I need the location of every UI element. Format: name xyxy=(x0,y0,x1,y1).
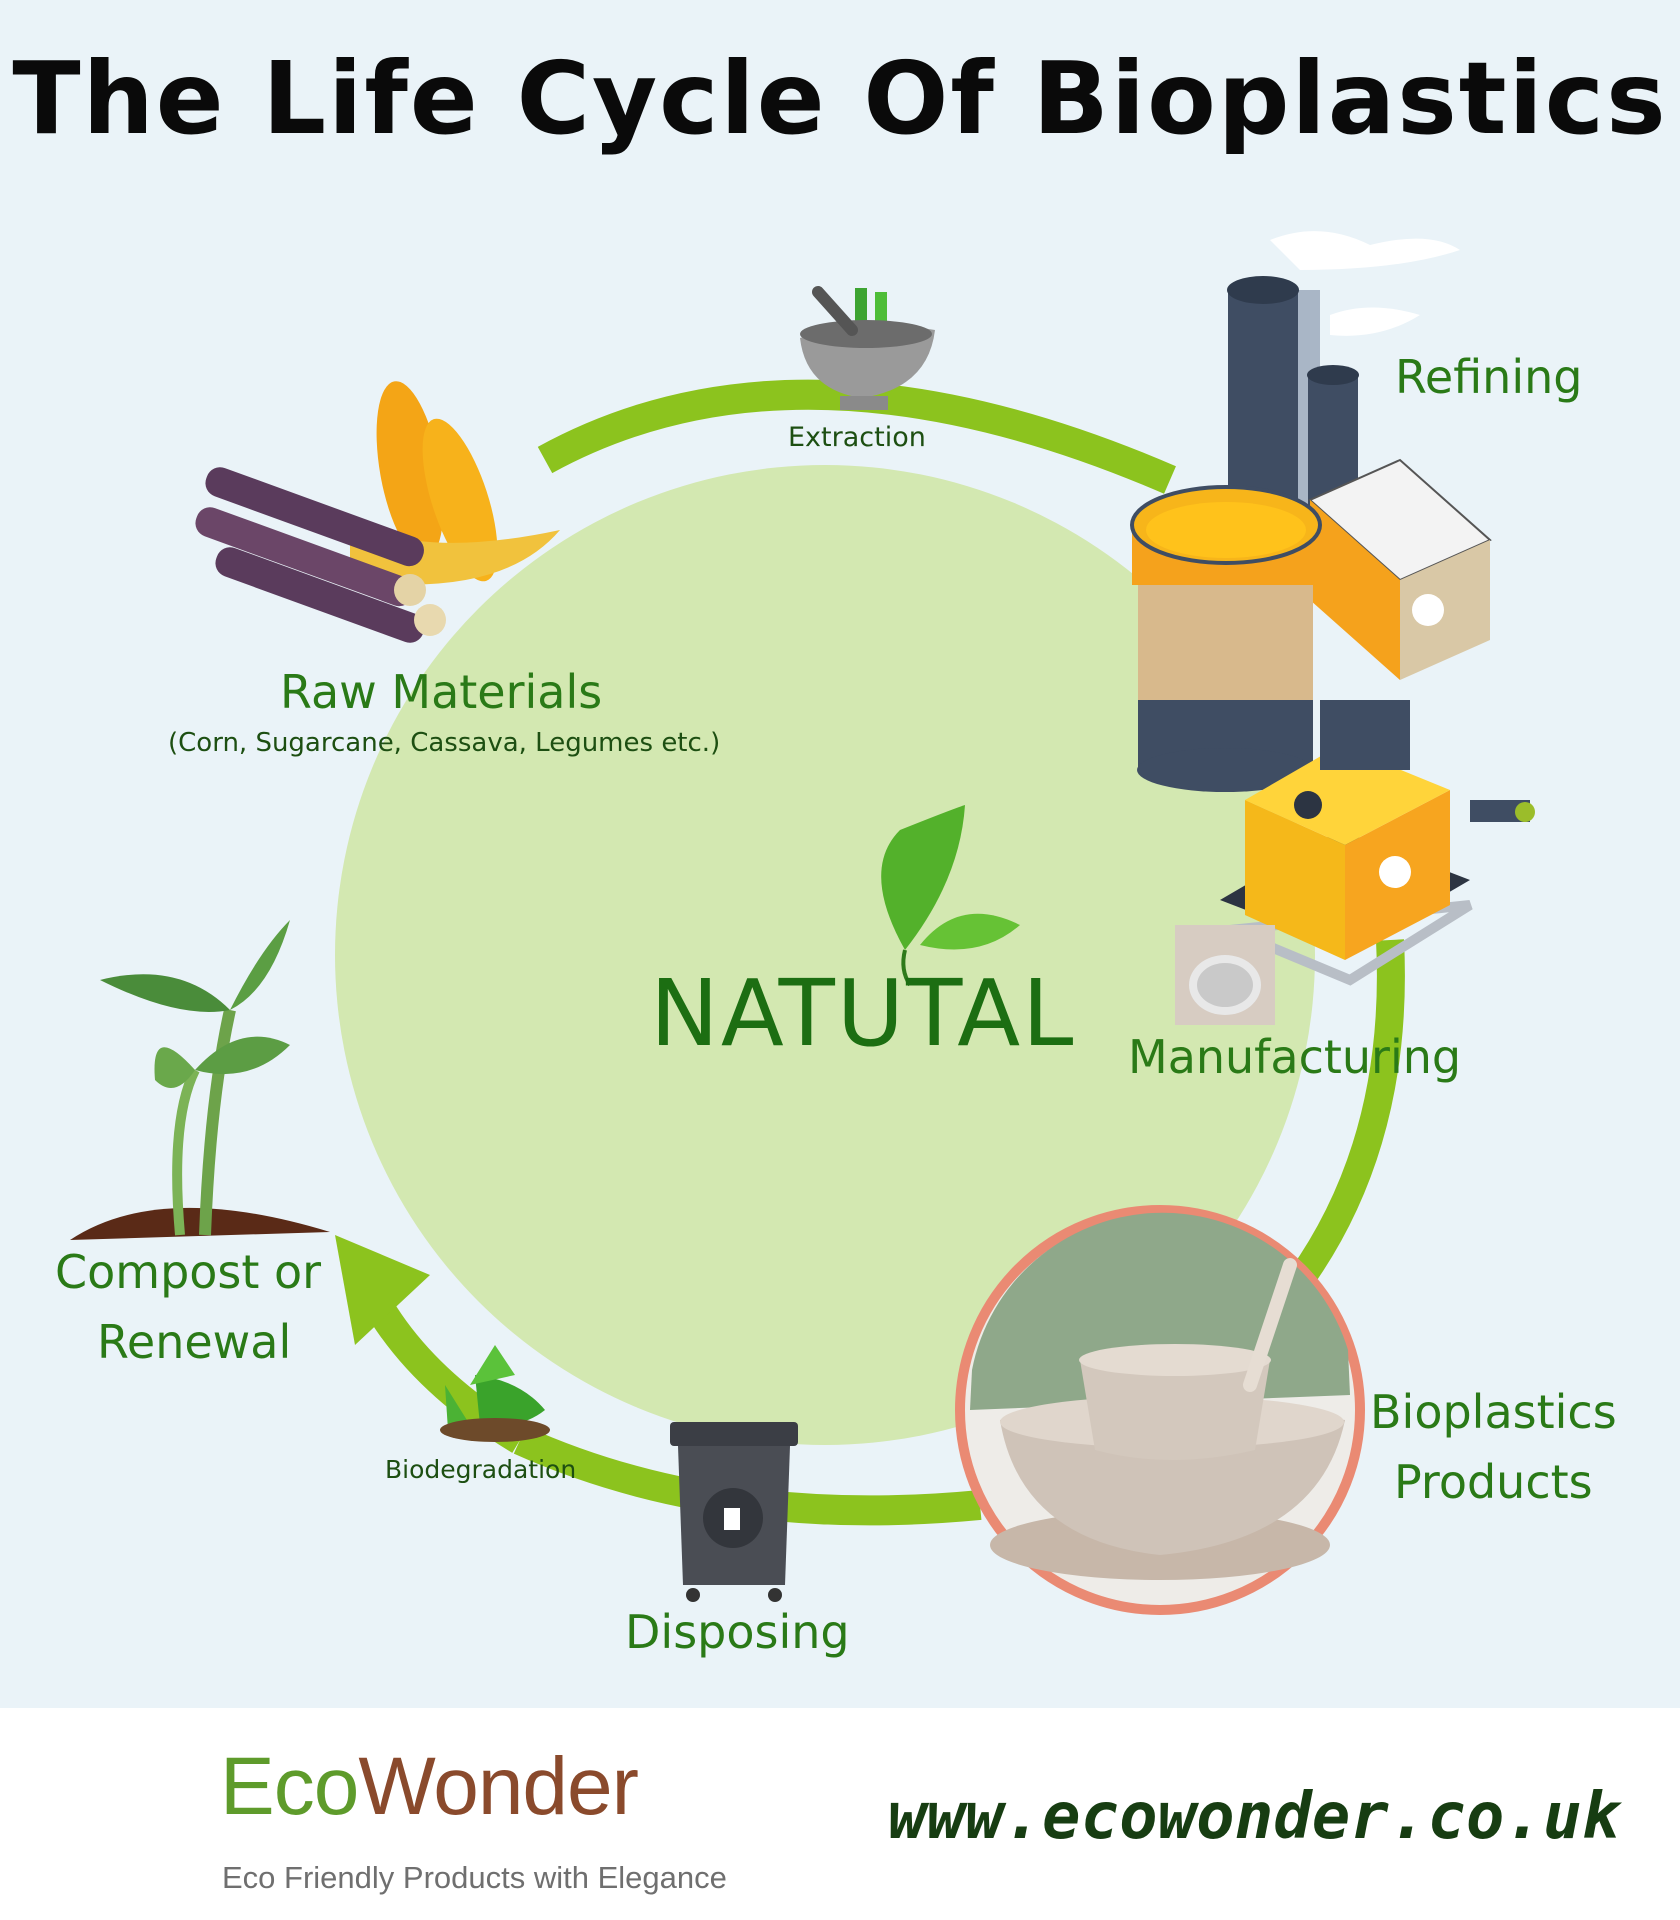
inner-circle xyxy=(335,465,1315,1445)
brand-wonder: Wonder xyxy=(358,1741,639,1832)
trash-bin-icon xyxy=(670,1422,798,1602)
sprout-icon xyxy=(70,920,330,1240)
page-title: The Life Cycle Of Bioplastics xyxy=(12,40,1668,157)
corn-sugarcane-icon xyxy=(195,381,560,643)
stage-label-manufacturing: Manufacturing xyxy=(1128,1030,1462,1084)
raw-materials-examples: (Corn, Sugarcane, Cassava, Legumes etc.) xyxy=(168,728,721,758)
stage-label-extraction: Extraction xyxy=(788,422,926,453)
cycle-arrowhead xyxy=(335,1235,430,1345)
brand-name: EcoWonder xyxy=(220,1740,639,1834)
leaf-icon xyxy=(881,805,1020,987)
stage-label-biodegradation: Biodegradation xyxy=(385,1455,577,1484)
recycle-icon xyxy=(440,1345,550,1442)
cycle-arc-right xyxy=(1288,939,1405,1289)
cycle-arc-top xyxy=(537,379,1176,494)
stage-label-products: Products xyxy=(1394,1455,1593,1509)
stage-label-renewal: Renewal xyxy=(97,1315,292,1369)
center-label: NATUTAL xyxy=(650,960,1076,1067)
website-url: www.ecowonder.co.uk xyxy=(887,1780,1620,1854)
bioplastic-tableware-icon xyxy=(955,1205,1365,1615)
stage-label-disposing: Disposing xyxy=(625,1605,850,1659)
brand-tagline: Eco Friendly Products with Elegance xyxy=(222,1860,727,1895)
bioplastic-pellets-icon xyxy=(1175,925,1275,1025)
brand-eco: Eco xyxy=(220,1741,359,1832)
stage-label-refining: Refining xyxy=(1395,350,1583,404)
factory-icon xyxy=(1130,231,1492,792)
manufacturing-machine-icon xyxy=(1220,700,1535,986)
mortar-pestle-icon xyxy=(800,286,935,410)
stage-label-raw-materials: Raw Materials xyxy=(280,665,603,719)
footer xyxy=(0,1708,1680,1920)
stage-label-compost: Compost or xyxy=(55,1245,322,1299)
stage-label-bioplastics: Bioplastics xyxy=(1370,1385,1617,1439)
